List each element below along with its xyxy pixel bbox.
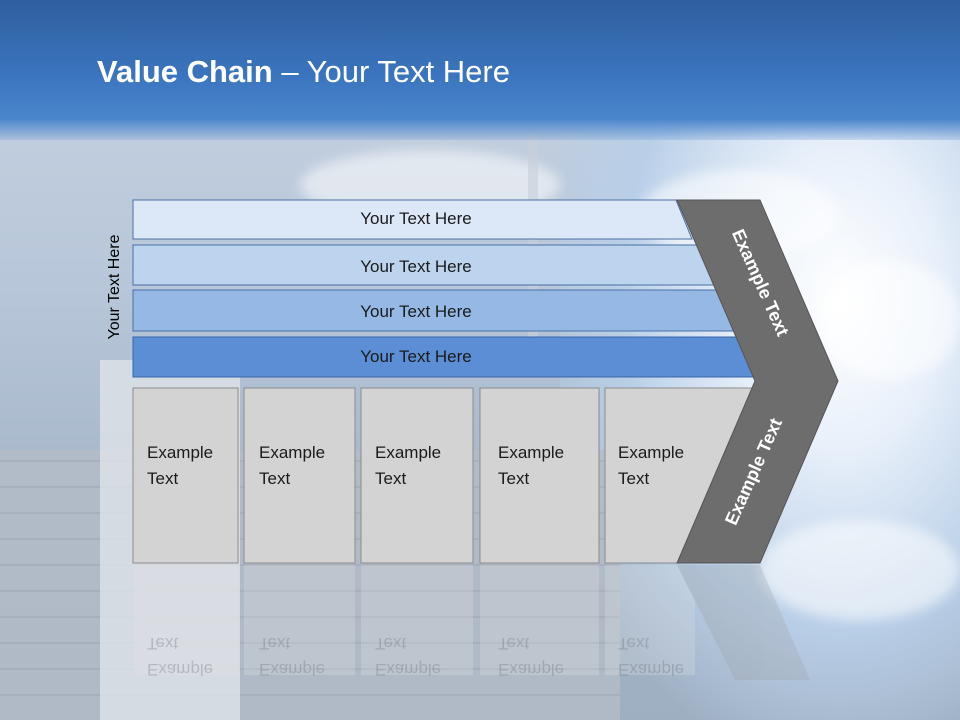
box-5-line1: Example [618, 443, 685, 462]
box-1-line2: Text [147, 469, 179, 488]
bar-1[interactable] [132, 199, 693, 240]
box-5-line2: Text [618, 469, 650, 488]
box-1-reflection: Example Text [147, 630, 213, 682]
box-5-reflection-line2: Text [618, 634, 650, 653]
box-2-reflection-line1: Example [259, 660, 326, 679]
box-3-reflection: Example Text [375, 630, 441, 682]
box-2-reflection: Example Text [259, 630, 325, 682]
cloud-shape [820, 260, 960, 380]
page-title: Value Chain – Your Text Here [97, 54, 510, 90]
activity-box-1[interactable] [132, 387, 239, 564]
box-2-reflection-line2: Text [259, 634, 291, 653]
box-3-line2: Text [375, 469, 407, 488]
bar-2-label: Your Text Here [360, 257, 472, 276]
box-1-line1: Example [147, 443, 214, 462]
activity-box-3[interactable] [360, 387, 474, 564]
box-4-reflection-line2: Text [498, 634, 530, 653]
box-1-reflection-line2: Text [147, 634, 179, 653]
margin-chevron[interactable] [676, 199, 839, 564]
cloud-shape [760, 520, 960, 620]
bar-1-label: Your Text Here [360, 209, 472, 228]
header-band [0, 0, 960, 140]
box-2-line1: Example [259, 443, 326, 462]
box-3-reflection-line1: Example [375, 660, 442, 679]
box-3-line1: Example [375, 443, 442, 462]
title-bold: Value Chain [97, 54, 273, 89]
boxes-reflection [133, 565, 810, 680]
box-4-reflection: Example Text [498, 630, 564, 682]
title-rest: – Your Text Here [272, 54, 510, 89]
activity-box-4[interactable] [479, 387, 600, 564]
box-3-reflection-line2: Text [375, 634, 407, 653]
box-5-reflection: Example Text [618, 630, 684, 682]
box-1-reflection-line1: Example [147, 660, 214, 679]
box-4-line1: Example [498, 443, 565, 462]
bar-4-label: Your Text Here [360, 347, 472, 366]
box-4-reflection-line1: Example [498, 660, 565, 679]
activity-box-2[interactable] [243, 387, 356, 564]
box-2-line2: Text [259, 469, 291, 488]
box-4-line2: Text [498, 469, 530, 488]
box-5-reflection-line1: Example [618, 660, 685, 679]
bar-3-label: Your Text Here [360, 302, 472, 321]
